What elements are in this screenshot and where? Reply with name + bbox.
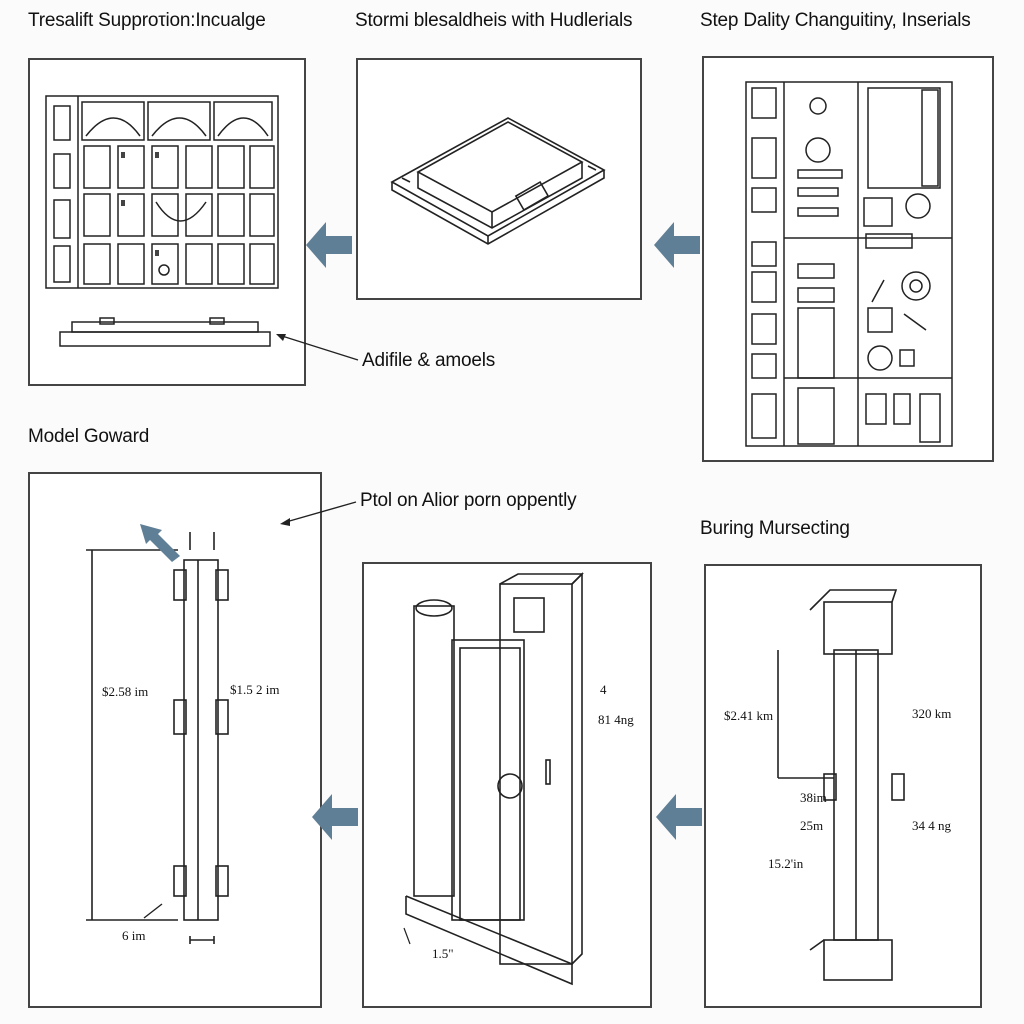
panel-side-rail-diagram bbox=[704, 564, 982, 1008]
dimension-right-d: 25m bbox=[800, 818, 824, 833]
dimension-right-c: 38im bbox=[800, 790, 827, 805]
title-top-right: Step Dality Changuitiny, Inserials bbox=[700, 10, 971, 31]
callout-adifile: Adifile & amoels bbox=[362, 350, 496, 371]
title-top-middle: Stormi blesaldheis with Hudlerials bbox=[355, 10, 633, 31]
callout-pointer-adifile bbox=[276, 334, 359, 361]
title-top-left: Tresalift Supproτion:Incualge bbox=[28, 10, 266, 31]
dimension-left-c: 6 im bbox=[122, 928, 146, 943]
title-mid-left: Model Goward bbox=[28, 426, 150, 447]
panel-cabinet-diagram bbox=[362, 562, 652, 1008]
box-diagram-drawing bbox=[390, 117, 606, 245]
dimension-right-e: 34 4 ng bbox=[912, 818, 951, 833]
rail-diagram-drawing bbox=[86, 524, 229, 944]
grid-diagram-drawing bbox=[45, 95, 279, 347]
dimension-right-a: $2.41 km bbox=[724, 708, 774, 723]
dimension-left-a: $2.58 im bbox=[102, 684, 149, 699]
cabinet-diagram-drawing bbox=[403, 572, 584, 986]
callout-ptol: Ptol on Alior porn oppently bbox=[360, 490, 577, 511]
left-arrow-icon-3 bbox=[312, 794, 358, 840]
panel-schematic-diagram bbox=[702, 56, 994, 462]
dimension-mid-c: 1.5" bbox=[432, 946, 454, 961]
title-mid-right: Buring Mursecting bbox=[700, 518, 850, 539]
panel-rail-diagram bbox=[28, 472, 322, 1008]
left-arrow-icon bbox=[306, 222, 352, 268]
dimension-mid-b: 81 4ng bbox=[598, 712, 634, 727]
dimension-mid-a: 4 bbox=[600, 682, 607, 697]
dimension-right-f: 15.2'in bbox=[768, 856, 804, 871]
left-arrow-icon-2 bbox=[654, 222, 700, 268]
panel-box-diagram bbox=[356, 58, 642, 300]
dimension-left-b: $1.5 2 im bbox=[230, 682, 280, 697]
schematic-drawing bbox=[745, 81, 953, 447]
left-arrow-icon-4 bbox=[656, 794, 702, 840]
callout-pointer-ptol bbox=[280, 501, 357, 526]
side-rail-drawing bbox=[777, 589, 905, 981]
panel-grid-diagram bbox=[28, 58, 306, 386]
dimension-right-b: 320 km bbox=[912, 706, 952, 721]
